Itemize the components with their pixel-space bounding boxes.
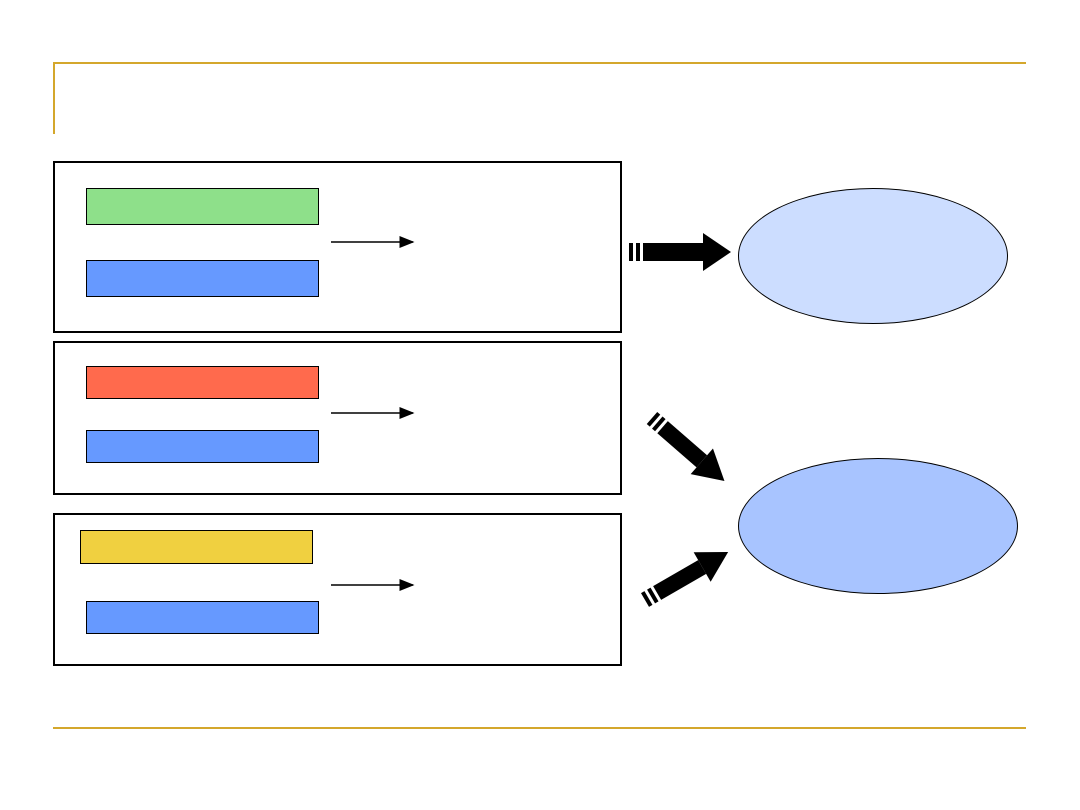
top-rule — [53, 62, 1026, 64]
block-arrow-3 — [641, 552, 729, 607]
group-box-1 — [53, 161, 622, 333]
left-rule — [53, 62, 55, 134]
group-3-bottom-bar — [86, 601, 319, 634]
group-2-bottom-bar — [86, 430, 319, 463]
block-arrow-1 — [629, 233, 731, 271]
group-1-bottom-bar — [86, 260, 319, 297]
group-2-top-bar — [86, 366, 319, 399]
group-1-top-bar — [86, 188, 319, 225]
bottom-rule — [53, 727, 1026, 729]
group-box-2 — [53, 341, 622, 495]
block-arrow-2 — [646, 411, 725, 481]
outcome-ellipse-2 — [738, 458, 1018, 594]
outcome-ellipse-1 — [738, 188, 1008, 324]
group-3-top-bar — [80, 530, 313, 564]
